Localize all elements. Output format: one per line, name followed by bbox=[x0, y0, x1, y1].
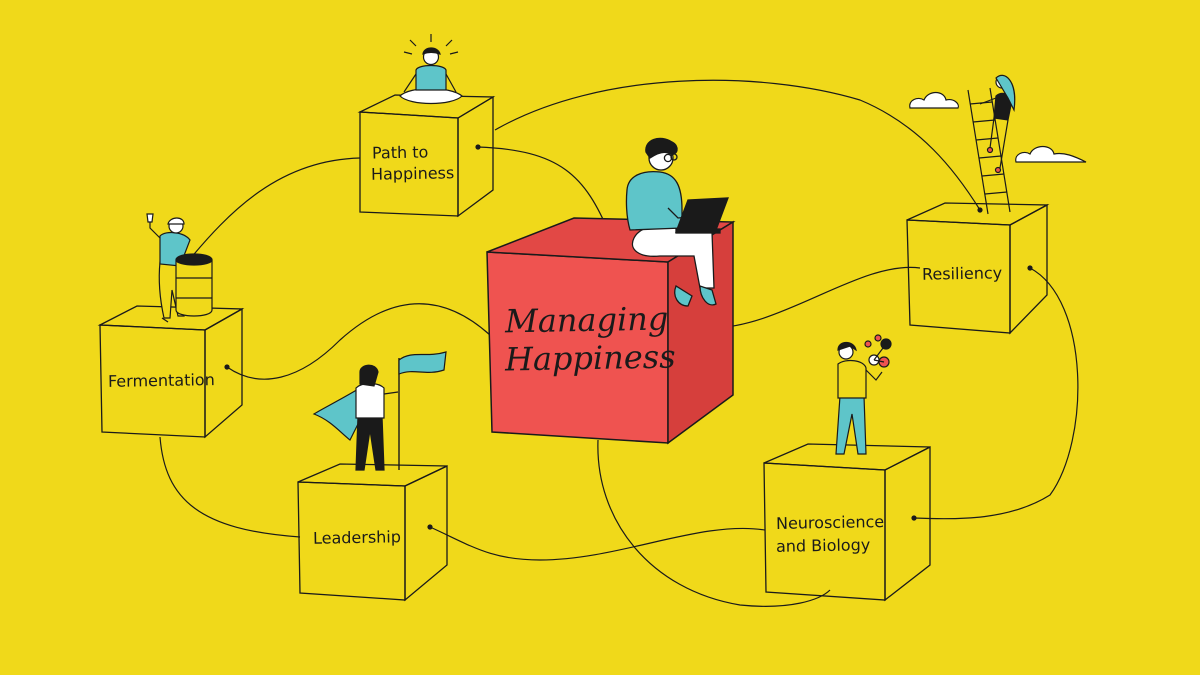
connector-fermentation-to-center bbox=[226, 303, 491, 380]
connector-dot bbox=[1027, 265, 1033, 271]
person-climbing-ladder-icon bbox=[967, 74, 1016, 215]
connector-dot bbox=[475, 144, 481, 150]
node-label-path-line-1: Path to bbox=[371, 142, 429, 163]
person-with-flag-and-cape-icon bbox=[312, 351, 447, 471]
center-title-line-2: Happiness bbox=[504, 337, 676, 379]
meditating-person-icon bbox=[399, 34, 463, 105]
center-title-line-1: Managing bbox=[504, 299, 669, 341]
connector-path-to-resiliency bbox=[494, 79, 981, 211]
connector-dot bbox=[977, 207, 983, 213]
node-cube-fermentation bbox=[97, 305, 245, 439]
connector-center-to-resiliency bbox=[707, 266, 921, 329]
node-label-neuroscience-line-1: Neuroscience bbox=[775, 512, 885, 533]
connector-center-to-neuroscience bbox=[597, 439, 831, 607]
connector-leadership-to-neuroscience bbox=[429, 526, 766, 561]
node-label-path-line-2: Happiness bbox=[370, 163, 455, 184]
connector-fermentation-to-path bbox=[184, 157, 361, 266]
connector-path-to-center bbox=[477, 146, 611, 236]
node-cube-leadership bbox=[297, 463, 448, 602]
cloud-icon bbox=[909, 91, 959, 109]
node-cube-path bbox=[357, 94, 496, 218]
node-label-fermentation: Fermentation bbox=[107, 370, 215, 391]
person-holding-molecule-icon bbox=[835, 334, 892, 455]
node-label-resiliency: Resiliency bbox=[921, 263, 1003, 284]
connector-dot bbox=[911, 515, 917, 521]
person-with-laptop-icon bbox=[625, 137, 729, 307]
cloud-icon bbox=[1015, 145, 1087, 163]
connector-resiliency-to-neuroscience bbox=[913, 267, 1079, 520]
person-with-barrel-icon bbox=[146, 213, 213, 323]
node-cube-neuroscience bbox=[763, 443, 931, 602]
node-label-neuroscience-line-2: and Biology bbox=[775, 535, 871, 556]
connector-fermentation-to-leadership bbox=[159, 436, 301, 538]
connector-dot bbox=[224, 364, 230, 370]
node-cube-resiliency bbox=[906, 202, 1050, 335]
connector-dot bbox=[427, 524, 433, 530]
node-label-leadership: Leadership bbox=[312, 527, 402, 548]
